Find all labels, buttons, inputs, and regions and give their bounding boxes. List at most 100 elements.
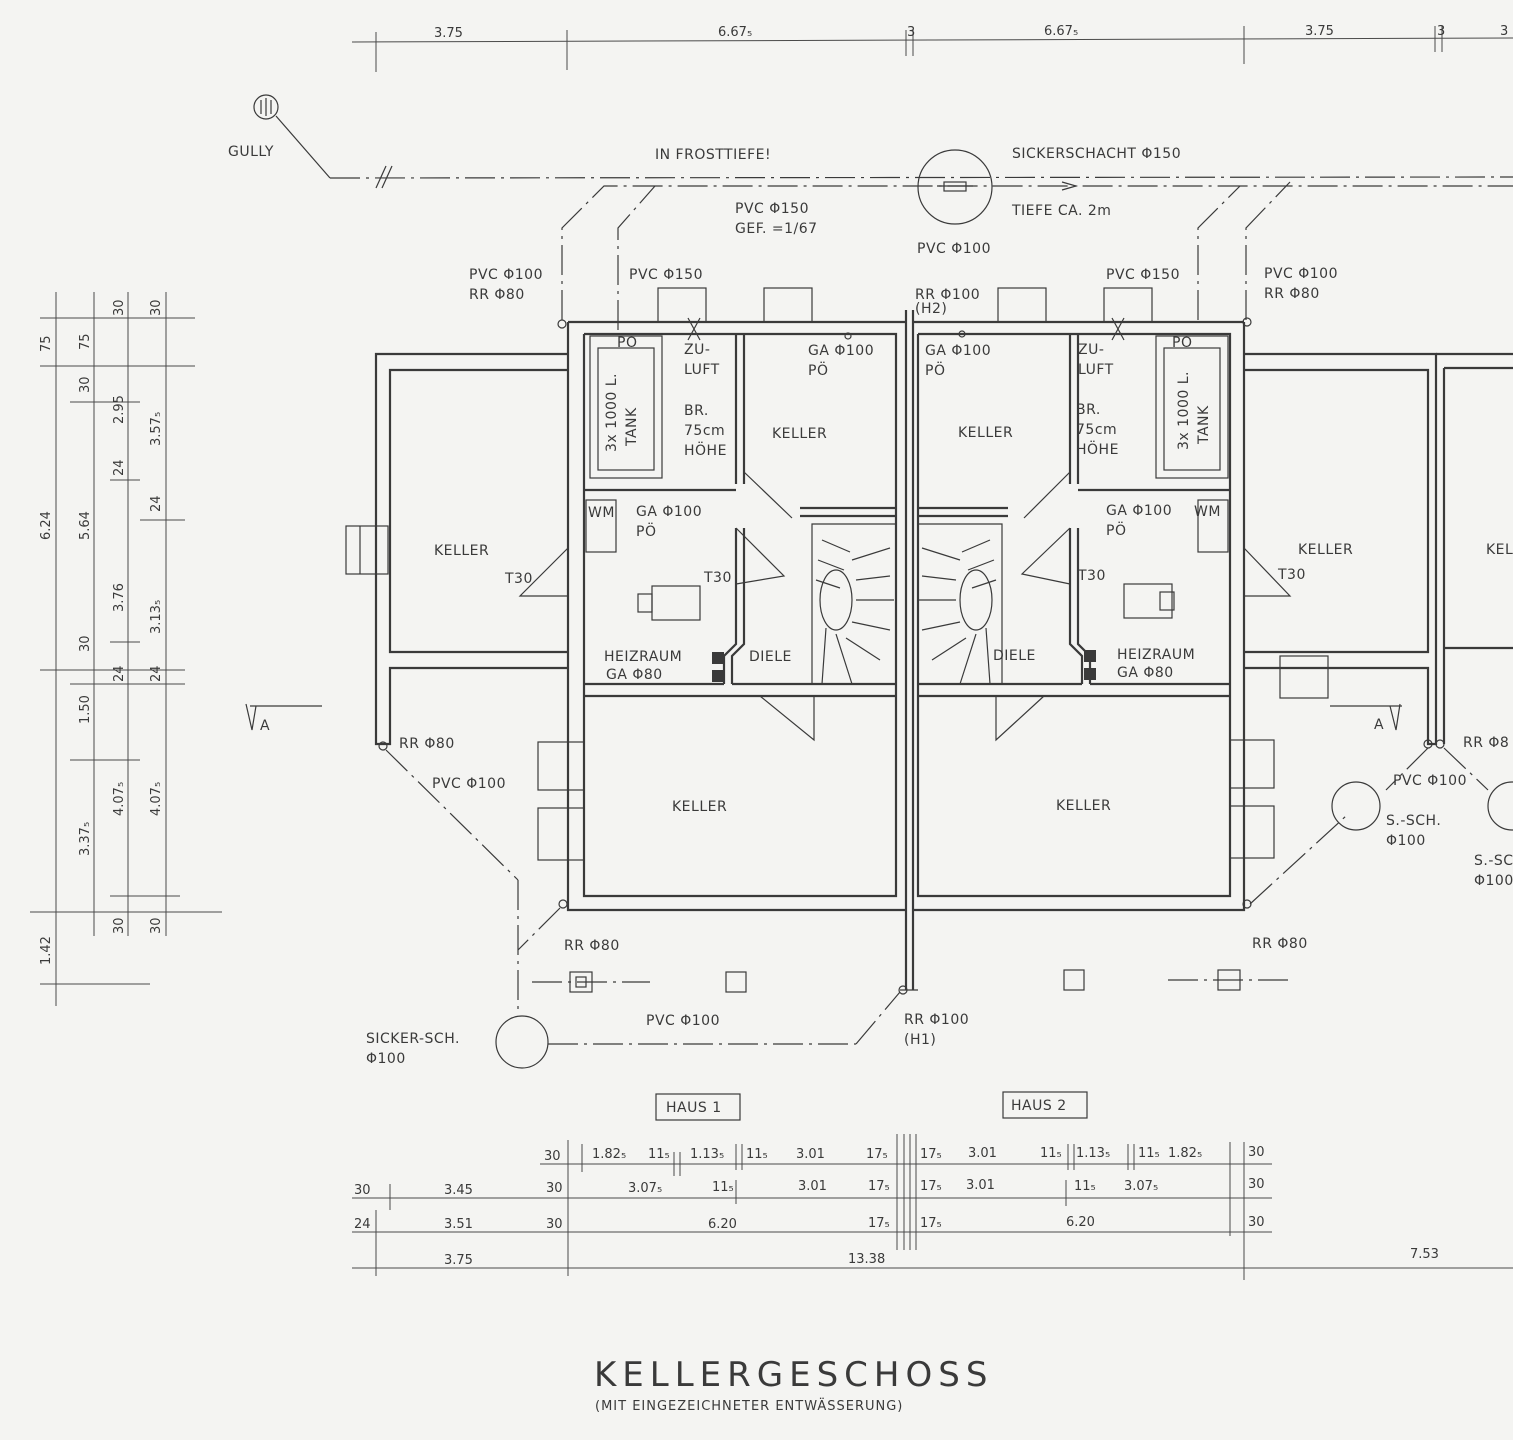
top-dimension-chain: 3.75 6.67₅ 3 6.67₅ 3.75 3 3 bbox=[351, 24, 1513, 72]
room-labels: KELLER KELLER KELLER KELLER KELLER KELLE… bbox=[434, 425, 1513, 815]
po-h1: PÖ bbox=[617, 333, 637, 351]
ssch-b: Φ100 bbox=[1386, 833, 1426, 849]
dim-edge-30a: 30 bbox=[149, 299, 164, 316]
dim-b2-7: 17₅ bbox=[868, 1179, 890, 1194]
tank-h2-b: TANK bbox=[1196, 405, 1212, 445]
ga100-h1b-a: GA Φ100 bbox=[636, 504, 702, 520]
zuluft-h2-b: LUFT bbox=[1078, 362, 1114, 378]
left-dimension-chains: 75 6.24 1.42 75 30 5.64 30 1.50 3.37₅ 30… bbox=[30, 292, 222, 1006]
dim-top-4: 6.67₅ bbox=[1044, 24, 1078, 39]
drawing-title: KELLERGESCHOSS bbox=[594, 1355, 993, 1395]
walls bbox=[345, 287, 1513, 991]
dim-edge-3575: 3.57₅ bbox=[149, 412, 164, 446]
dim-left-75: 75 bbox=[39, 335, 54, 352]
dim-left-624: 6.24 bbox=[39, 511, 54, 540]
ga100-h1-a: GA Φ100 bbox=[808, 343, 874, 359]
ga100-h1-b: PÖ bbox=[808, 361, 828, 379]
dim-b1-1: 30 bbox=[544, 1149, 561, 1164]
ga100-h1b-b: PÖ bbox=[636, 522, 656, 540]
room-heizraum-h2: HEIZRAUM bbox=[1117, 647, 1195, 663]
dim-b1-11: 1.13₅ bbox=[1076, 1146, 1110, 1161]
dim-b3-3: 30 bbox=[546, 1217, 563, 1232]
h2-label: (H2) bbox=[915, 301, 947, 317]
pvc100-right: PVC Φ100 bbox=[1393, 773, 1467, 789]
t30-left: T30 bbox=[504, 571, 533, 587]
dim-mid-3375: 3.37₅ bbox=[78, 822, 93, 856]
t30-right: T30 bbox=[1277, 567, 1306, 583]
zuluft-h2-a: ZU- bbox=[1078, 342, 1104, 358]
po-h2: PÖ bbox=[1172, 333, 1192, 351]
dim-b3-1: 24 bbox=[354, 1217, 371, 1232]
rr100-h2-label: RR Φ100 bbox=[915, 287, 980, 303]
room-keller-h1-upper: KELLER bbox=[772, 426, 827, 442]
sickerschacht-symbol bbox=[917, 149, 993, 225]
ga100-h2b-b: PÖ bbox=[1106, 521, 1126, 539]
section-a-left: A bbox=[260, 718, 270, 734]
ga100-h2b-a: GA Φ100 bbox=[1106, 503, 1172, 519]
dim-b3-7: 6.20 bbox=[1066, 1215, 1095, 1230]
dim-b3-8: 30 bbox=[1248, 1215, 1265, 1230]
interior-annotations: PÖ ZU- LUFT BR. 75cm HÖHE GA Φ100 PÖ GA … bbox=[504, 333, 1306, 683]
wm-h2: WM bbox=[1194, 504, 1221, 520]
frosttiefe-label: IN FROSTTIEFE! bbox=[655, 147, 771, 163]
rr80-right-top: RR Φ80 bbox=[1264, 286, 1320, 302]
pvc100-center-label: PVC Φ100 bbox=[917, 241, 991, 257]
rr80-bottom-right: RR Φ80 bbox=[1252, 936, 1308, 952]
dim-b1-6: 3.01 bbox=[796, 1147, 825, 1162]
dim-inner-30a: 30 bbox=[112, 299, 127, 316]
dim-edge-24b: 24 bbox=[149, 665, 164, 682]
dim-b2-12: 30 bbox=[1248, 1177, 1265, 1192]
sicker-a: SICKER-SCH. bbox=[366, 1031, 460, 1047]
dim-inner-24b: 24 bbox=[112, 665, 127, 682]
dim-mid-30a: 30 bbox=[78, 376, 93, 393]
dim-mid-150: 1.50 bbox=[78, 695, 93, 724]
room-keller-h2-upper: KELLER bbox=[958, 425, 1013, 441]
dim-b1-8: 17₅ bbox=[920, 1147, 942, 1162]
dim-mid-75: 75 bbox=[78, 333, 93, 350]
dim-mid-30b: 30 bbox=[78, 635, 93, 652]
gully-label: GULLY bbox=[228, 144, 274, 160]
room-diele-h1: DIELE bbox=[749, 649, 792, 665]
dim-inner-24a: 24 bbox=[112, 459, 127, 476]
dim-b2-4: 3.07₅ bbox=[628, 1181, 662, 1196]
sickerschacht-label: SICKERSCHACHT Φ150 bbox=[1012, 146, 1181, 162]
room-keller-right: KELLER bbox=[1298, 542, 1353, 558]
rr80-left-top: RR Φ80 bbox=[469, 287, 525, 303]
room-heizraum-h1: HEIZRAUM bbox=[604, 649, 682, 665]
rr100-h1-b: (H1) bbox=[904, 1032, 936, 1048]
tiefe-label: TIEFE CA. 2m bbox=[1011, 203, 1111, 219]
dim-b1-2: 1.82₅ bbox=[592, 1147, 626, 1162]
dim-b1-10: 11₅ bbox=[1040, 1146, 1062, 1161]
gef-label: GEF. =1/67 bbox=[735, 221, 818, 237]
section-a-right: A bbox=[1374, 717, 1384, 733]
house-connection-pipes: PVC Φ150 GEF. =1/67 PVC Φ100 PVC Φ100 RR… bbox=[469, 181, 1513, 330]
zuluft-h1-b: LUFT bbox=[684, 362, 720, 378]
pvc150-label: PVC Φ150 bbox=[735, 201, 809, 217]
haus-1-label: HAUS 1 bbox=[666, 1100, 722, 1116]
dim-top-5: 3.75 bbox=[1305, 24, 1334, 39]
room-keller-h1-lower: KELLER bbox=[672, 799, 727, 815]
dim-b1-12: 11₅ bbox=[1138, 1146, 1160, 1161]
br-h2-c: HÖHE bbox=[1076, 440, 1119, 458]
dim-edge-30b: 30 bbox=[149, 917, 164, 934]
br-h1-c: HÖHE bbox=[684, 441, 727, 459]
gully: GULLY bbox=[228, 94, 331, 179]
dim-edge-4075: 4.07₅ bbox=[149, 782, 164, 816]
dim-b2-10: 11₅ bbox=[1074, 1179, 1096, 1194]
pvc100-left: PVC Φ100 bbox=[432, 776, 506, 792]
dim-b2-9: 3.01 bbox=[966, 1178, 995, 1193]
drawing-subtitle: (MIT EINGEZEICHNETER ENTWÄSSERUNG) bbox=[595, 1398, 903, 1414]
exterior-drainage: RR Φ80 PVC Φ100 RR Φ8 PVC Φ100 S.-SCH. Φ… bbox=[366, 317, 1513, 1069]
br-h2-a: BR. bbox=[1076, 402, 1101, 418]
dim-inner-4075: 4.07₅ bbox=[112, 782, 127, 816]
dim-b1-14: 30 bbox=[1248, 1145, 1265, 1160]
dim-b3-2: 3.51 bbox=[444, 1217, 473, 1232]
dim-inner-376: 3.76 bbox=[112, 583, 127, 612]
dim-b1-7: 17₅ bbox=[866, 1147, 888, 1162]
tank-h1-a: 3x 1000 L. bbox=[604, 373, 620, 452]
dim-inner-30b: 30 bbox=[112, 917, 127, 934]
dim-edge-24a: 24 bbox=[149, 495, 164, 512]
dim-b1-9: 3.01 bbox=[968, 1146, 997, 1161]
dim-b2-5: 11₅ bbox=[712, 1180, 734, 1195]
